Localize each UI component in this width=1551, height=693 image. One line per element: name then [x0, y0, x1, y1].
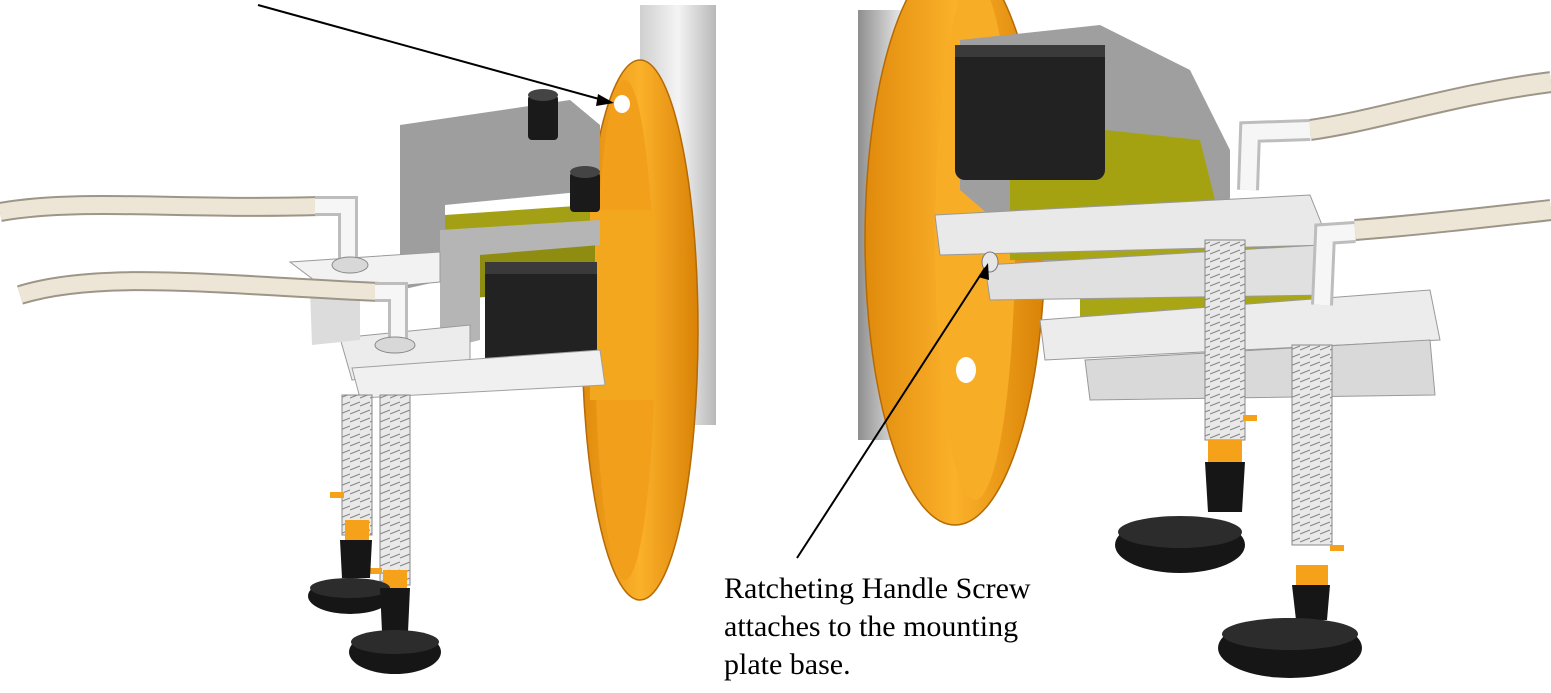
- pointer-line: [796, 267, 986, 559]
- black-block: [955, 45, 1105, 180]
- left-assembly: [0, 4, 716, 674]
- flange-hole: [614, 95, 630, 113]
- left-upper-plate: [400, 100, 600, 290]
- flange-hole: [956, 357, 976, 383]
- knob: [570, 172, 600, 212]
- right-assembly: [796, 0, 1551, 678]
- spring: [379, 394, 411, 586]
- spring: [341, 394, 373, 536]
- knob: [528, 95, 558, 140]
- callout-line: plate base.: [724, 648, 851, 681]
- pointer-line: [257, 4, 611, 103]
- callout-line: attaches to the mounting: [724, 610, 1019, 643]
- spring: [1291, 344, 1333, 546]
- left-lower-plate: [440, 220, 600, 350]
- callout-line: Ratcheting Handle Screw: [724, 572, 1031, 605]
- callout-caption: Ratcheting Handle Screw attaches to the …: [724, 570, 1031, 684]
- spring: [1204, 239, 1246, 441]
